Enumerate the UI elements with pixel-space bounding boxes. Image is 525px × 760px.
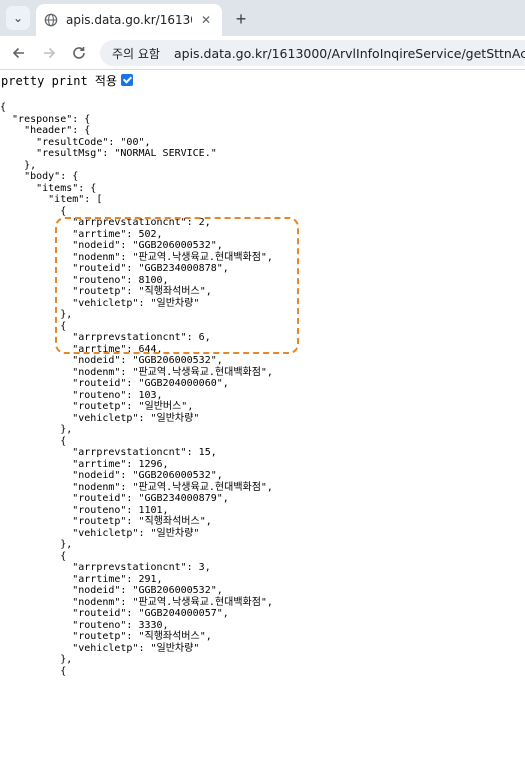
json-line: "routeid": "GGB204000060", xyxy=(0,378,229,389)
json-line: "item": [ xyxy=(0,194,103,205)
json-line: "resultCode": "00", xyxy=(0,136,151,148)
json-line: "arrprevstationcnt": 15, xyxy=(0,447,217,458)
json-line: "header": { xyxy=(0,125,91,136)
globe-icon xyxy=(44,13,58,27)
json-line: "routetp": "일반버스", xyxy=(0,401,194,412)
json-line: "routeno": 1101, xyxy=(0,504,169,516)
json-line: }, xyxy=(0,424,73,435)
chevron-down-icon: ⌄ xyxy=(12,11,24,25)
json-line: { xyxy=(0,102,7,113)
json-line: "vehicletp": "일반차량" xyxy=(0,297,200,309)
new-tab-button[interactable]: + xyxy=(230,8,252,30)
json-line: "routeno": 103, xyxy=(0,389,163,401)
json-line: "nodeid": "GGB206000532", xyxy=(0,470,223,481)
json-line: { xyxy=(0,550,67,562)
json-line: "arrtime": 644, xyxy=(0,343,163,355)
reload-icon xyxy=(73,47,85,59)
json-line: "nodeid": "GGB206000532", xyxy=(0,240,223,251)
json-line: "arrtime": 502, xyxy=(0,228,163,240)
close-icon[interactable]: ✕ xyxy=(200,13,212,27)
json-line: "vehicletp": "일반차량" xyxy=(0,527,200,539)
json-line: "body": { xyxy=(0,171,79,182)
json-line: "routeno": 8100, xyxy=(0,274,169,286)
json-line: "arrtime": 1296, xyxy=(0,458,169,470)
json-line: "routeid": "GGB234000878", xyxy=(0,263,229,274)
browser-tab[interactable]: apis.data.go.kr/1613000/Arvlh ✕ xyxy=(36,4,222,36)
plus-icon: + xyxy=(235,8,247,29)
security-warning-label[interactable]: 주의 요함 xyxy=(112,46,160,61)
json-line: "items": { xyxy=(0,182,97,194)
json-line: "nodenm": "판교역.낙생육교.현대백화점", xyxy=(0,481,273,493)
url-text[interactable]: apis.data.go.kr/1613000/ArvlInfoInqireSe… xyxy=(173,45,525,61)
json-line: "vehicletp": "일반차량" xyxy=(0,642,200,654)
json-line: "nodeid": "GGB206000532", xyxy=(0,355,223,366)
address-bar[interactable]: 주의 요함 apis.data.go.kr/1613000/ArvlInfoIn… xyxy=(100,40,525,66)
json-line: "routeid": "GGB234000879", xyxy=(0,493,229,504)
json-line: }, xyxy=(0,159,37,171)
json-line: "resultMsg": "NORMAL SERVICE." xyxy=(0,148,217,159)
back-button[interactable] xyxy=(8,42,30,64)
json-line: "arrtime": 291, xyxy=(0,573,163,585)
reload-button[interactable] xyxy=(68,42,90,64)
json-line: "routetp": "직행좌석버스", xyxy=(0,516,212,527)
pretty-print-label: pretty print 적용 xyxy=(1,73,118,88)
json-line: "arrprevstationcnt": 3, xyxy=(0,562,211,573)
json-line: { xyxy=(0,205,67,217)
json-line: { xyxy=(0,320,67,332)
json-line: { xyxy=(0,665,67,677)
json-line: }, xyxy=(0,309,73,320)
json-line: }, xyxy=(0,654,73,665)
tab-search-button[interactable]: ⌄ xyxy=(6,6,30,30)
tab-title: apis.data.go.kr/1613000/Arvlh xyxy=(66,13,192,27)
json-line: "routetp": "직행좌석버스", xyxy=(0,631,212,642)
json-line: "routetp": "직행좌석버스", xyxy=(0,286,212,297)
arrow-right-icon xyxy=(44,47,56,59)
json-line: "nodenm": "판교역.낙생육교.현대백화점", xyxy=(0,596,273,608)
json-line: "arrprevstationcnt": 2, xyxy=(0,217,211,228)
json-viewer: { "response": { "header": { "resultCode"… xyxy=(0,102,525,677)
json-line: "routeno": 3330, xyxy=(0,619,169,631)
arrow-left-icon xyxy=(12,47,24,59)
json-line: "response": { xyxy=(0,113,91,125)
json-line: "routeid": "GGB204000057", xyxy=(0,608,229,619)
json-line: { xyxy=(0,435,67,447)
json-line: "nodeid": "GGB206000532", xyxy=(0,585,223,596)
tab-strip: ⌄ apis.data.go.kr/1613000/Arvlh ✕ + xyxy=(0,0,525,36)
forward-button[interactable] xyxy=(38,42,60,64)
pretty-print-checkbox[interactable] xyxy=(121,74,134,86)
json-line: "arrprevstationcnt": 6, xyxy=(0,332,211,343)
browser-toolbar: 주의 요함 apis.data.go.kr/1613000/ArvlInfoIn… xyxy=(0,36,525,70)
json-line: }, xyxy=(0,539,73,550)
json-line: "nodenm": "판교역.낙생육교.현대백화점", xyxy=(0,366,273,378)
pretty-print-bar: pretty print 적용 xyxy=(0,70,525,90)
json-line: "vehicletp": "일반차량" xyxy=(0,412,200,424)
json-line: "nodenm": "판교역.낙생육교.현대백화점", xyxy=(0,251,273,263)
